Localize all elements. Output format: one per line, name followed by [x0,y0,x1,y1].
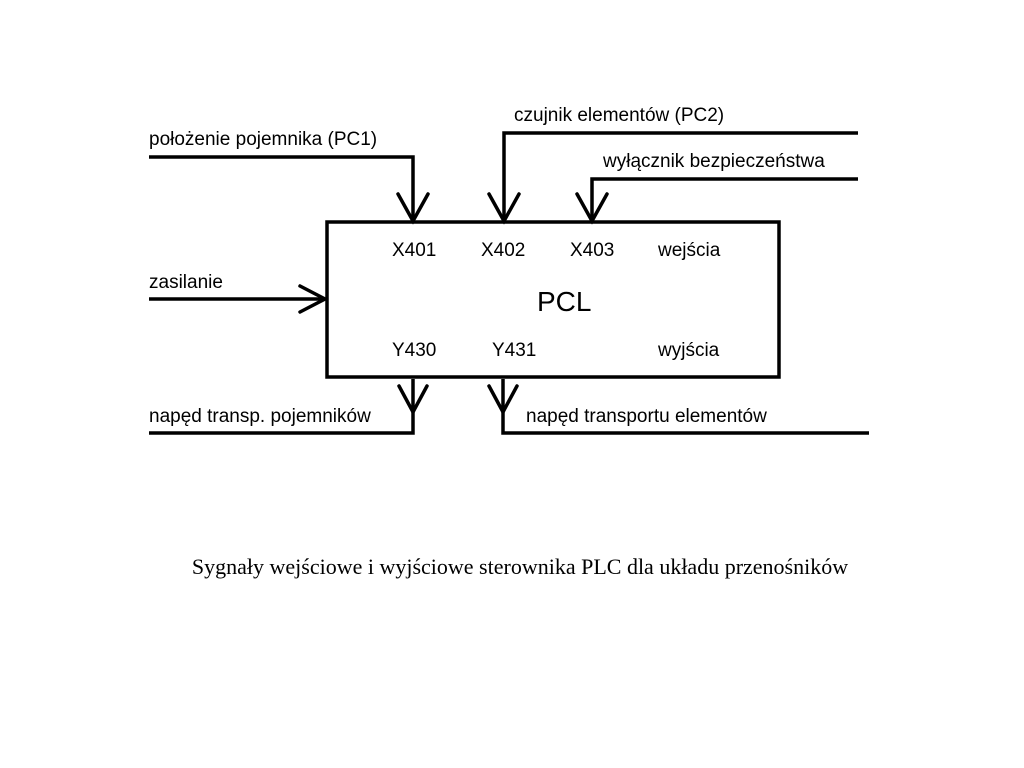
container-drive-signal-line [149,379,415,435]
input-address-x401: X401 [392,240,436,261]
output-address-y431: Y431 [492,340,536,361]
pc1-signal-line [149,155,415,220]
outputs-label: wyjścia [657,340,720,361]
pc2-label: czujnik elementów (PC2) [514,105,724,126]
safety-switch-label: wyłącznik bezpieczeństwa [602,151,825,172]
safety-switch-arrowhead [575,192,609,225]
output-address-y430: Y430 [392,340,436,361]
container-drive-label: napęd transp. pojemników [149,406,371,427]
power-label: zasilanie [149,272,223,293]
element-drive-arrowhead [487,384,519,416]
pc2-signal-line [502,131,858,220]
plc-signal-diagram: położenie pojemnika (PC1) czujnik elemen… [149,105,869,435]
inputs-label: wejścia [657,240,721,261]
power-arrowhead [298,284,329,314]
pc1-label: położenie pojemnika (PC1) [149,129,377,150]
container-drive-arrowhead [397,384,429,416]
safety-switch-signal-line [590,177,858,220]
element-drive-label: napęd transportu elementów [526,406,767,427]
plc-title: PCL [537,286,591,317]
pc2-arrowhead [487,192,521,225]
input-address-x403: X403 [570,240,614,261]
pc1-arrowhead [396,192,430,225]
figure-caption: Sygnały wejściowe i wyjściowe sterownika… [191,554,849,579]
element-drive-signal-line [501,379,869,435]
input-address-x402: X402 [481,240,525,261]
